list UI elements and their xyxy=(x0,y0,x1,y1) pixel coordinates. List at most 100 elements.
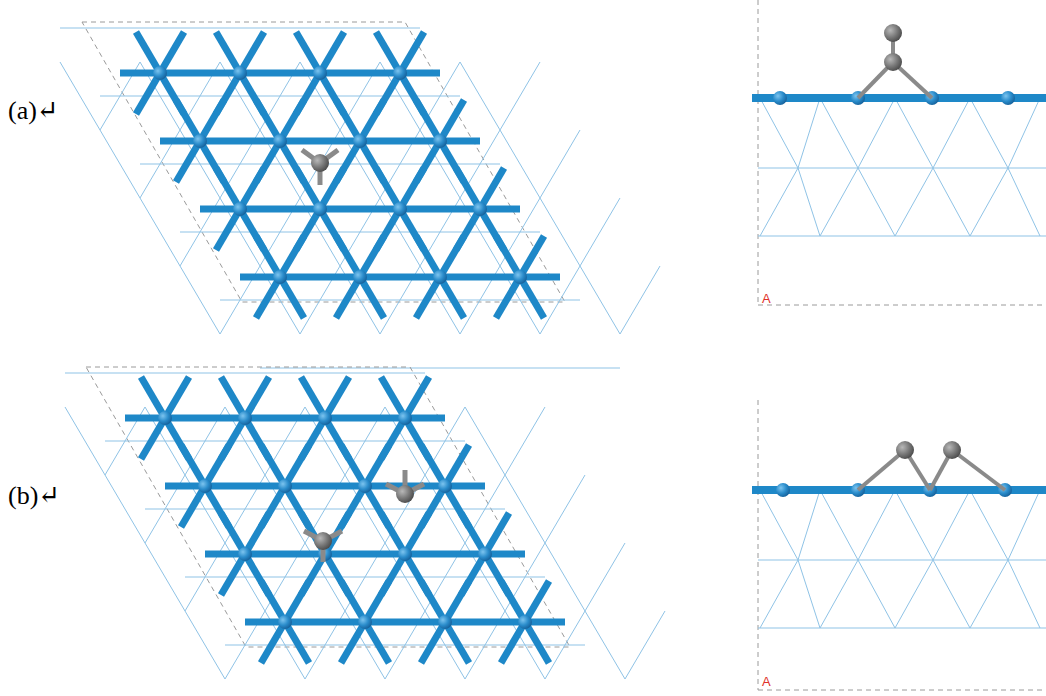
cell-boundary xyxy=(758,305,1046,306)
subsurface-bond xyxy=(895,98,933,168)
subsurface-bond xyxy=(820,168,858,236)
surface-bond xyxy=(256,236,304,318)
subsurface-bond xyxy=(620,266,660,334)
surface-bond xyxy=(125,415,445,422)
subsurface-bond xyxy=(970,490,1008,560)
pt-atom xyxy=(153,66,167,80)
subsurface-bond xyxy=(820,490,858,560)
pt-atom xyxy=(158,411,172,425)
pt-atom xyxy=(433,134,447,148)
subsurface-bond xyxy=(933,98,970,168)
pt-atom xyxy=(473,202,487,216)
subsurface-bond xyxy=(625,611,665,679)
subsurface-bond xyxy=(465,407,505,475)
pt-atom xyxy=(433,270,447,284)
carbon-atom xyxy=(311,154,329,172)
subsurface-bond xyxy=(970,98,1008,168)
subsurface-bond xyxy=(798,490,820,560)
subsurface-bond xyxy=(505,475,545,543)
unit-cell-outline xyxy=(86,367,570,647)
surface-bond xyxy=(501,581,549,663)
c-bond xyxy=(952,450,1005,490)
subsurface-bond xyxy=(540,198,580,266)
subsurface-layer xyxy=(758,236,1046,237)
surface-bond xyxy=(501,581,549,663)
surface-bond xyxy=(336,236,384,318)
pt-atom xyxy=(198,479,212,493)
subsurface-bond xyxy=(585,543,625,611)
subsurface-bond xyxy=(820,98,858,168)
pt-atom xyxy=(776,483,790,497)
subsurface-bond xyxy=(105,475,145,543)
pt-atom xyxy=(353,270,367,284)
surface-bond xyxy=(165,483,485,490)
surface-bond xyxy=(160,138,480,145)
pt-atom xyxy=(393,66,407,80)
subsurface-layer xyxy=(758,168,1046,169)
pt-atom xyxy=(398,411,412,425)
carbon-atom xyxy=(314,532,332,550)
pt-atom xyxy=(478,547,492,561)
pt-atom xyxy=(278,479,292,493)
cell-boundary xyxy=(758,400,759,690)
subsurface-bond xyxy=(60,62,100,130)
carbon-atom xyxy=(396,485,414,503)
cell-boundary xyxy=(758,0,759,305)
pt-atom xyxy=(313,66,327,80)
subsurface-bond xyxy=(260,368,620,369)
subsurface-bond xyxy=(970,168,1008,236)
subsurface-bond xyxy=(180,266,220,334)
pt-atom xyxy=(393,202,407,216)
c-bond xyxy=(858,450,905,490)
pt-atom xyxy=(273,134,287,148)
axis-marker: A xyxy=(762,291,771,306)
subsurface-bond xyxy=(858,168,895,236)
surface-bond xyxy=(421,581,469,663)
surface-bond xyxy=(496,236,544,318)
pt-atom xyxy=(513,270,527,284)
subsurface-bond xyxy=(500,130,540,198)
pt-atom xyxy=(358,479,372,493)
subsurface-bond xyxy=(798,560,820,628)
pt-atom xyxy=(233,66,247,80)
pt-atom xyxy=(358,615,372,629)
subsurface-bond xyxy=(933,168,970,236)
pt-atom xyxy=(438,615,452,629)
subsurface-bond xyxy=(760,490,798,560)
subsurface-layer xyxy=(758,560,1046,561)
subsurface-bond xyxy=(505,407,545,475)
subsurface-bond xyxy=(858,490,895,560)
surface-bond xyxy=(205,551,525,558)
subsurface-bond xyxy=(760,168,798,236)
surface-bond xyxy=(496,236,544,318)
surface-bond xyxy=(341,581,389,663)
subsurface-bond xyxy=(580,198,620,266)
subsurface-bond xyxy=(100,130,140,198)
pt-atom xyxy=(313,202,327,216)
subsurface-bond xyxy=(65,407,105,475)
subsurface-bond xyxy=(545,543,585,611)
surface-bond xyxy=(200,206,520,213)
subsurface-bond xyxy=(820,560,858,628)
subsurface-bond xyxy=(1008,490,1040,560)
subsurface-bond xyxy=(580,266,620,334)
subsurface-bond xyxy=(500,62,540,130)
surface-bond xyxy=(261,581,309,663)
surface-bond xyxy=(245,619,565,626)
subsurface-bond xyxy=(760,98,798,168)
subsurface-bond xyxy=(545,475,585,543)
pt-atom xyxy=(518,615,532,629)
subsurface-bond xyxy=(140,198,180,266)
subsurface-bond xyxy=(858,560,895,628)
subsurface-bond xyxy=(895,168,933,236)
subsurface-bond xyxy=(798,98,820,168)
subsurface-bond xyxy=(1008,98,1040,168)
carbon-atom xyxy=(884,53,902,71)
subsurface-bond xyxy=(1008,168,1040,236)
subsurface-bond xyxy=(798,168,820,236)
pt-atom xyxy=(233,202,247,216)
carbon-atom xyxy=(943,441,961,459)
subsurface-bond xyxy=(460,62,500,130)
